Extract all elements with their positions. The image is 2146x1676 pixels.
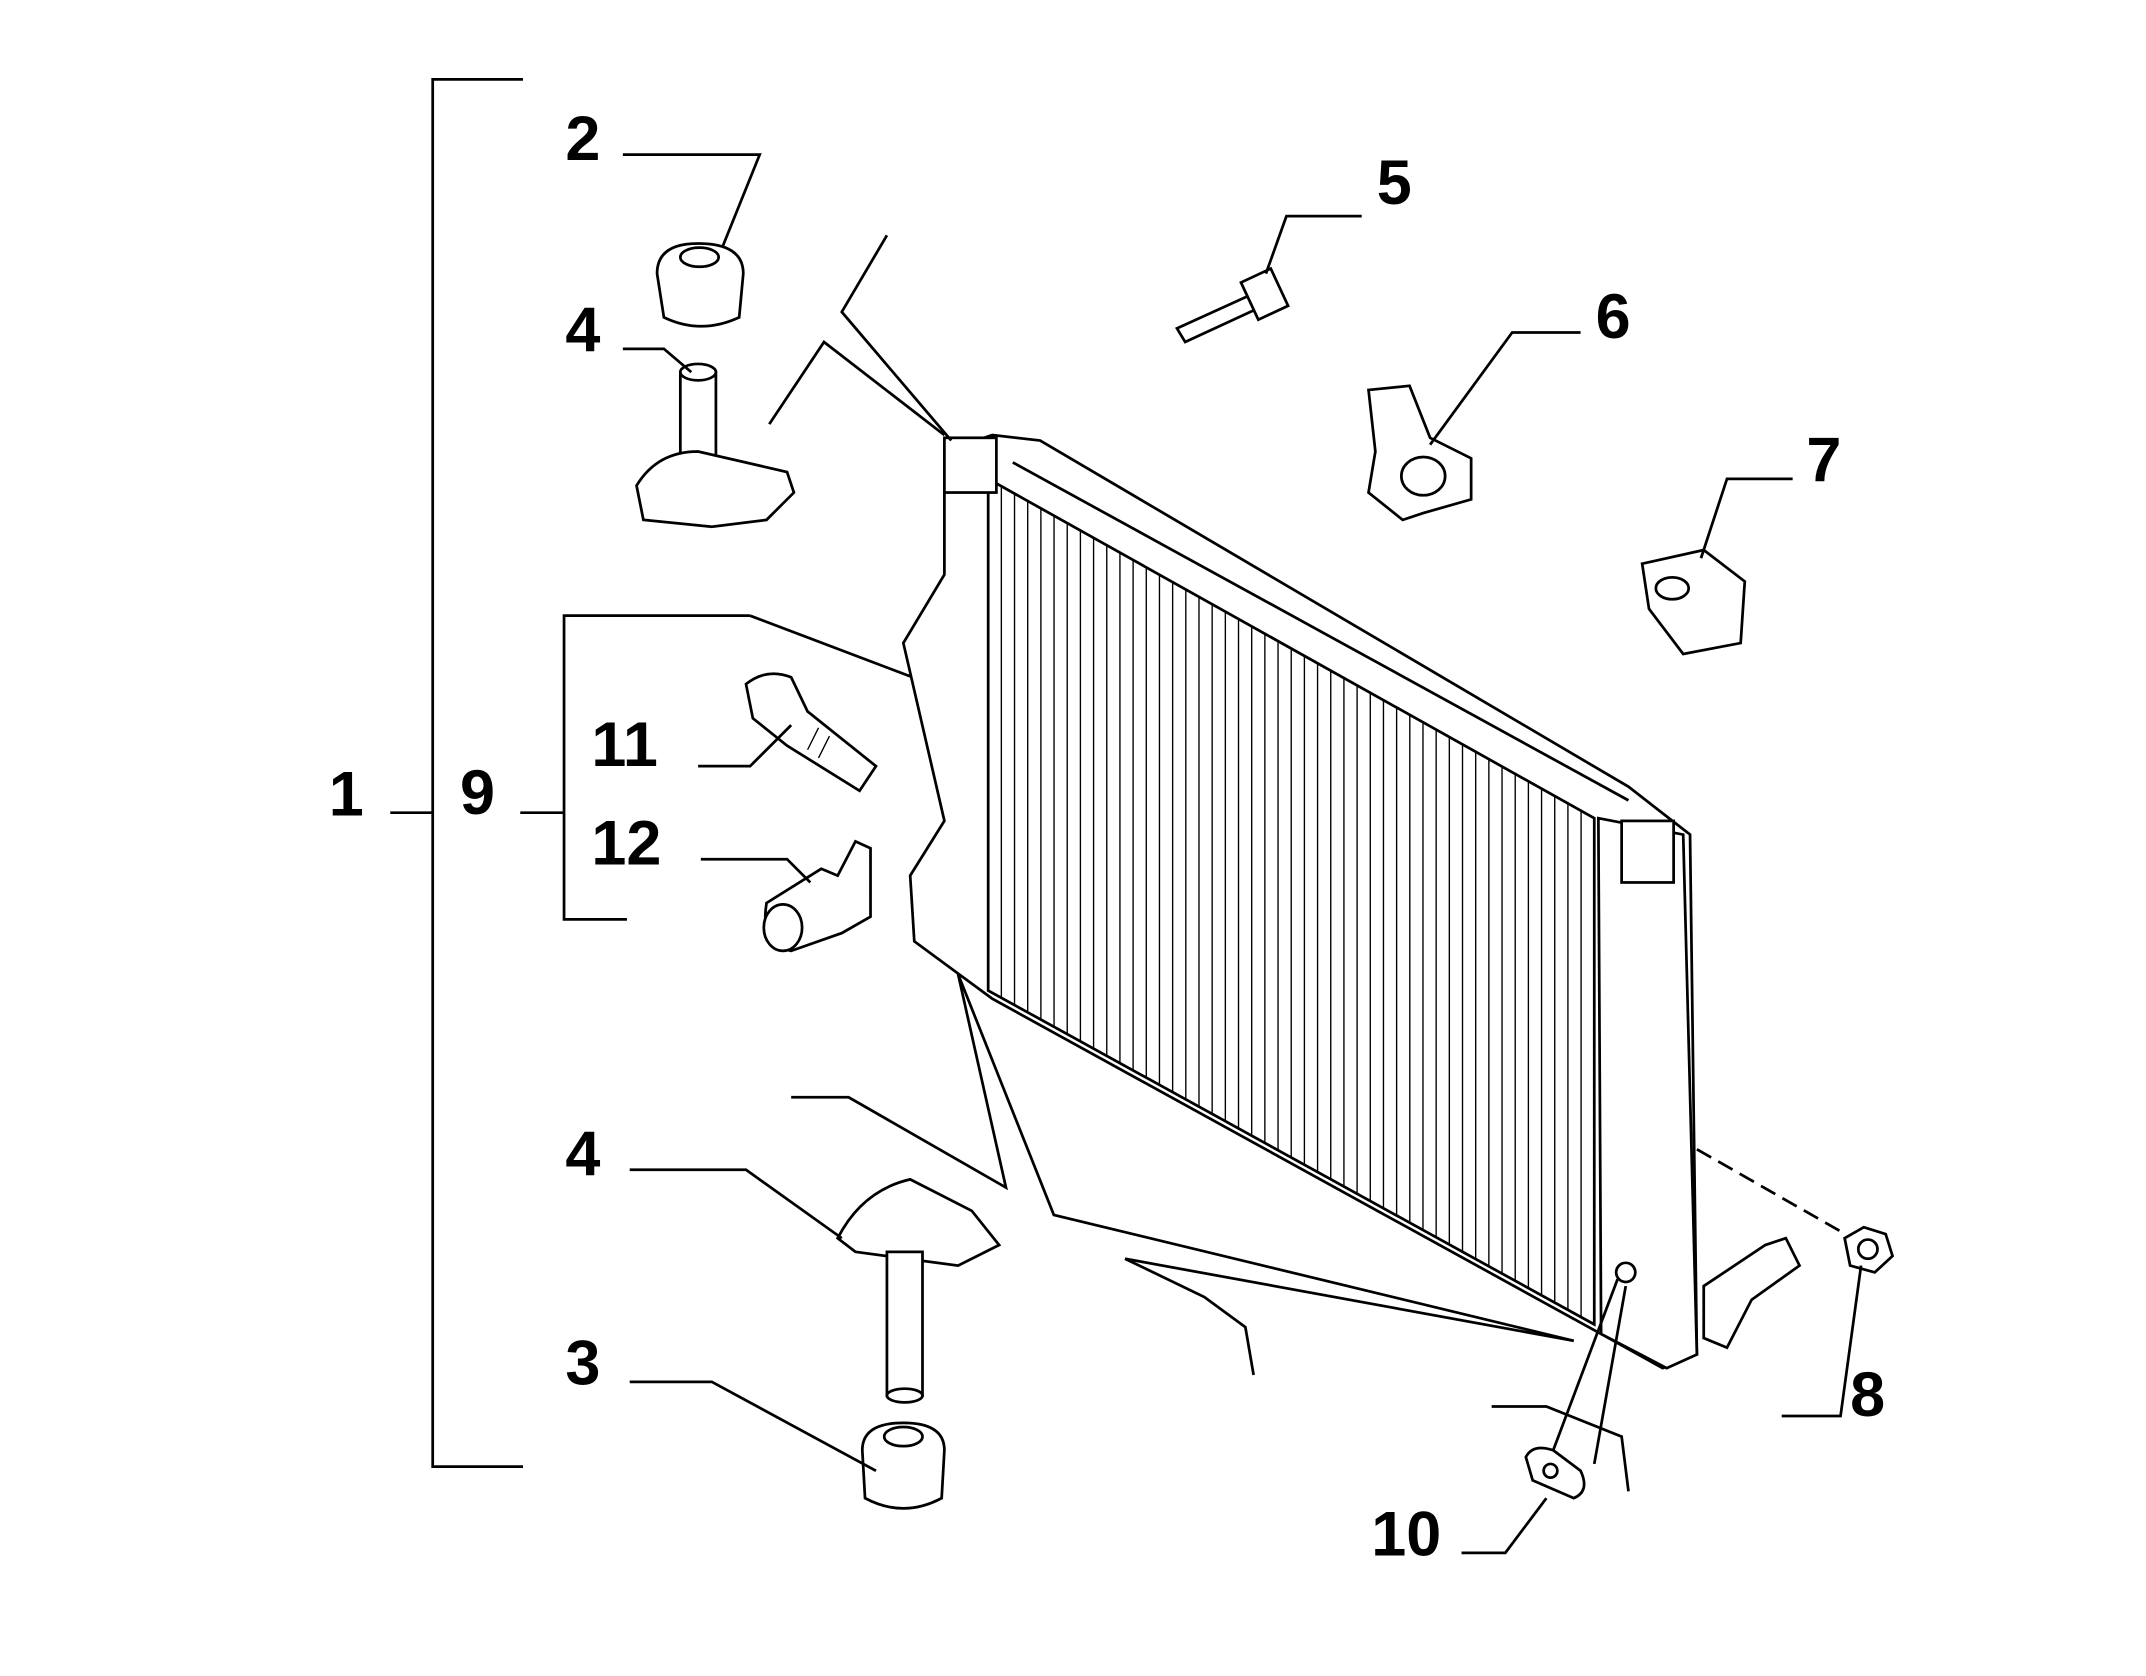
radiator	[901, 433, 1802, 1370]
mount-leaders	[768, 234, 1842, 1492]
sealing-washer	[1524, 1446, 1586, 1500]
callout-7: 7	[1806, 426, 1841, 496]
bracket-group-1	[390, 77, 523, 1469]
callout-4-lower: 4	[565, 1119, 600, 1189]
callout-8: 8	[1850, 1360, 1885, 1430]
bolt	[1175, 266, 1290, 344]
callout-12: 12	[591, 809, 661, 879]
callout-leaders	[622, 153, 1863, 1555]
hose-clip	[1367, 384, 1473, 522]
upper-mount-bracket	[635, 362, 796, 529]
drain-plug	[744, 672, 878, 793]
callout-5: 5	[1377, 148, 1412, 218]
callout-6: 6	[1596, 282, 1631, 352]
callout-1: 1	[329, 759, 364, 829]
retaining-clip	[1640, 548, 1747, 656]
callout-4-upper: 4	[565, 296, 600, 366]
callout-3: 3	[565, 1329, 600, 1399]
rubber-mount-bottom	[860, 1421, 946, 1510]
callout-11: 11	[591, 710, 658, 780]
rubber-mount-top	[655, 242, 745, 328]
bracket-group-9	[520, 614, 932, 921]
lower-mount-bracket	[835, 1177, 1002, 1404]
hex-nut	[1843, 1225, 1895, 1274]
hose-connector	[762, 839, 872, 953]
callout-9: 9	[460, 758, 495, 828]
callout-2: 2	[565, 104, 600, 174]
callout-10: 10	[1371, 1500, 1441, 1570]
